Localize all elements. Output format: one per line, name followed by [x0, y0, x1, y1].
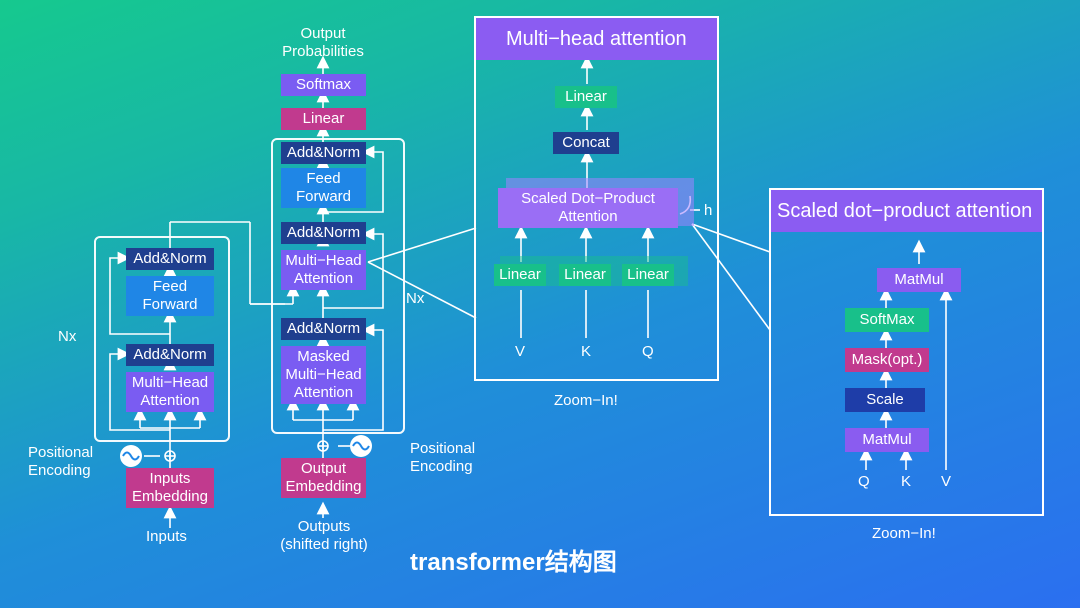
- encoder-inputs-label: Inputs: [146, 528, 187, 545]
- decoder-outputs-label: Outputs (shifted right): [280, 518, 368, 553]
- mha-v-label: V: [515, 343, 526, 360]
- sdpa-scale: Scale: [845, 388, 925, 412]
- decoder-add-norm-3: Add&Norm: [281, 142, 366, 164]
- sdpa-k-label: K: [901, 473, 912, 490]
- mha-h-label: h: [704, 202, 713, 219]
- mha-q-label: Q: [642, 343, 654, 360]
- mha-scaled-dot-attention: Scaled Dot−Product Attention: [498, 188, 678, 228]
- sdpa-mask: Mask(opt.): [845, 348, 929, 372]
- sdpa-q-label: Q: [858, 473, 870, 490]
- decoder-positional-encoding-label: Positional Encoding: [410, 440, 476, 475]
- mha-concat: Concat: [553, 132, 619, 154]
- decoder-feed-forward: Feed Forward: [281, 168, 366, 208]
- decoder-add-norm-1: Add&Norm: [281, 318, 366, 340]
- mha-linear-top: Linear: [555, 86, 617, 108]
- sdpa-zoom-label: Zoom−In!: [872, 525, 936, 542]
- encoder-block-frame: [94, 236, 230, 442]
- sine-wave-icon: [120, 435, 372, 467]
- decoder-add-norm-2: Add&Norm: [281, 222, 366, 244]
- diagram-caption: transformer结构图: [410, 549, 617, 576]
- decoder-output-embedding: Output Embedding: [281, 458, 366, 498]
- encoder-positional-encoding-label: Positional Encoding: [28, 444, 94, 479]
- mha-k-label: K: [581, 343, 592, 360]
- sdpa-softmax: SoftMax: [845, 308, 929, 332]
- decoder-softmax: Softmax: [281, 74, 366, 96]
- decoder-multi-head-attention: Multi−Head Attention: [281, 250, 366, 290]
- decoder-block-frame: [271, 138, 405, 434]
- sdpa-matmul-top: MatMul: [877, 268, 961, 292]
- mha-panel-title: Multi−head attention: [476, 18, 717, 60]
- encoder-add-norm-1: Add&Norm: [126, 344, 214, 366]
- decoder-nx-label: Nx: [406, 290, 425, 307]
- encoder-multi-head-attention: Multi−Head Attention: [126, 372, 214, 412]
- sdpa-panel-title: Scaled dot−product attention: [771, 190, 1042, 232]
- decoder-masked-attention: Masked Multi−Head Attention: [281, 346, 366, 404]
- encoder-nx-label: Nx: [58, 328, 77, 345]
- decoder-linear: Linear: [281, 108, 366, 130]
- encoder-add-norm-2: Add&Norm: [126, 248, 214, 270]
- mha-linear-k: Linear: [559, 264, 611, 286]
- mha-linear-q: Linear: [622, 264, 674, 286]
- sdpa-panel: Scaled dot−product attention: [769, 188, 1044, 516]
- encoder-inputs-embedding: Inputs Embedding: [126, 468, 214, 508]
- decoder-output-probabilities: Output Probabilities: [282, 25, 364, 60]
- sdpa-matmul-bottom: MatMul: [845, 428, 929, 452]
- encoder-feed-forward: Feed Forward: [126, 276, 214, 316]
- mha-zoom-label: Zoom−In!: [554, 392, 618, 409]
- mha-panel: Multi−head attention: [474, 16, 719, 381]
- sdpa-v-label: V: [941, 473, 952, 490]
- mha-linear-v: Linear: [494, 264, 546, 286]
